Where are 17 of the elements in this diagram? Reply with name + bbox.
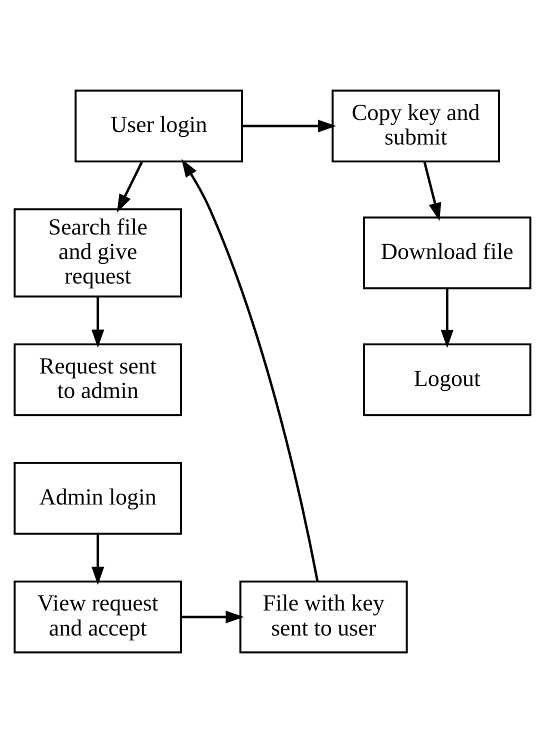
arrow — [117, 161, 143, 212]
node-box: Download file — [362, 216, 532, 289]
arrow — [423, 161, 442, 221]
node-box: Logout — [362, 342, 532, 416]
node-box: View request and accept — [14, 580, 182, 653]
arrow — [242, 119, 336, 132]
arrow — [181, 610, 244, 623]
node-box: User login — [74, 89, 243, 162]
arrow — [182, 158, 319, 581]
node-box: Copy key and submit — [332, 89, 500, 162]
node-box: File with key sent to user — [239, 580, 408, 653]
node-box: Request sent to admin — [14, 342, 182, 416]
node-box: Search file and give request — [14, 208, 182, 298]
arrow — [92, 296, 104, 348]
arrow — [92, 533, 104, 584]
arrow — [440, 288, 454, 348]
node-box: Admin login — [14, 461, 182, 534]
